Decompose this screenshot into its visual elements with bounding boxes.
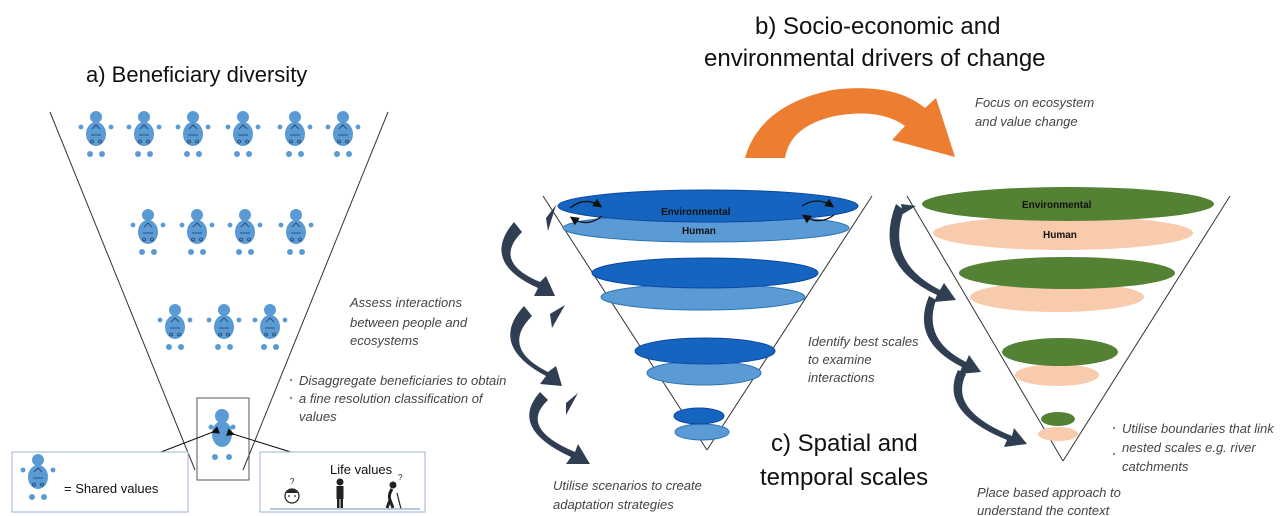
legend-person-icon [20, 454, 56, 500]
drivers-title-line2: environmental drivers of change [704, 45, 1046, 72]
beneficiary-person-icon [126, 111, 162, 157]
right-cone-edge [706, 195, 873, 451]
scale-2-upper-disk [591, 257, 819, 289]
life-stage-figures-icon: ? ? [270, 473, 420, 510]
interaction-arrow-icon [801, 214, 835, 224]
change-arrow-icon [745, 88, 955, 158]
human-label-blue: Human [682, 226, 716, 237]
beneficiary-person-icon [20, 454, 56, 500]
interaction-arrow-icon [801, 198, 835, 208]
scale-link-arrows-right [889, 204, 1027, 447]
beneficiary-person-icon [175, 111, 211, 157]
green-scale-3-upper-disk [1002, 338, 1118, 366]
green-cone-left-edge [906, 195, 1064, 462]
scales-title-line1: c) Spatial and [771, 430, 918, 457]
beneficiary-person-icon [325, 111, 361, 157]
green-scale-2-lower-disk [970, 282, 1144, 312]
assess-interactions-note: Assess interactions between people and e… [349, 295, 471, 348]
green-scale-3-lower-disk [1015, 364, 1099, 386]
left-funnel-edge [49, 111, 196, 471]
green-scale-4-lower-disk [1038, 427, 1078, 441]
svg-text:?: ? [398, 473, 403, 482]
svg-text:?: ? [290, 477, 295, 486]
disaggregate-beneficiaries-note: Disaggregate beneficiaries to obtain a f… [299, 373, 510, 424]
bullet-dot [1112, 452, 1116, 456]
scale-3-upper-disk [634, 337, 776, 365]
interaction-arrow-icon [569, 198, 603, 209]
green-scale-2-upper-disk [959, 257, 1175, 289]
drivers-title-line1: b) Socio-economic and [755, 13, 1000, 40]
beneficiary-person-icon [179, 209, 215, 255]
focus-change-note: Focus on ecosystem and value change [975, 95, 1098, 129]
interaction-arrow-icon [569, 215, 603, 226]
human-label-green: Human [1043, 230, 1077, 241]
left-cone-edge [542, 195, 708, 451]
life-values-label: Life values [330, 462, 393, 477]
beneficiary-person-icon [130, 209, 166, 255]
beneficiary-person-icon [225, 111, 261, 157]
utilise-scenarios-note: Utilise scenarios to create adaptation s… [553, 478, 705, 512]
environmental-layer-disk [557, 189, 859, 223]
scale-3-lower-disk [646, 360, 762, 386]
green-environmental-disk [922, 187, 1214, 221]
beneficiary-person-icon [206, 304, 242, 350]
beneficiary-person-icon [78, 111, 114, 157]
right-funnel-edge [242, 111, 389, 471]
beneficiary-person-icon [278, 209, 314, 255]
bullet-dot [289, 396, 293, 400]
scales-title-line2: temporal scales [760, 464, 928, 491]
large-person-icon [208, 409, 236, 460]
green-human-disk [933, 216, 1193, 250]
shared-values-label: = Shared values [64, 481, 159, 496]
green-cone-right-edge [1062, 195, 1231, 462]
scale-link-arrows-left [501, 205, 590, 464]
bullet-dot [1112, 426, 1116, 430]
beneficiary-person-icon [227, 209, 263, 255]
green-scale-4-upper-disk [1041, 412, 1075, 426]
utilise-boundaries-note: Utilise boundaries that link nested scal… [1122, 421, 1277, 474]
beneficiary-title: a) Beneficiary diversity [86, 62, 307, 87]
environmental-label-green: Environmental [1022, 200, 1092, 211]
identify-scales-note: Identify best scales to examine interact… [808, 334, 922, 385]
place-based-note: Place based approach to understand the c… [977, 485, 1124, 516]
beneficiary-person-icon [277, 111, 313, 157]
scale-4-lower-disk [674, 423, 730, 441]
beneficiary-people-group [78, 111, 361, 350]
beneficiary-person-icon [252, 304, 288, 350]
environmental-label-blue: Environmental [661, 207, 731, 218]
beneficiary-person-icon [157, 304, 193, 350]
scale-4-upper-disk [673, 407, 725, 425]
bullet-dot [289, 378, 293, 382]
